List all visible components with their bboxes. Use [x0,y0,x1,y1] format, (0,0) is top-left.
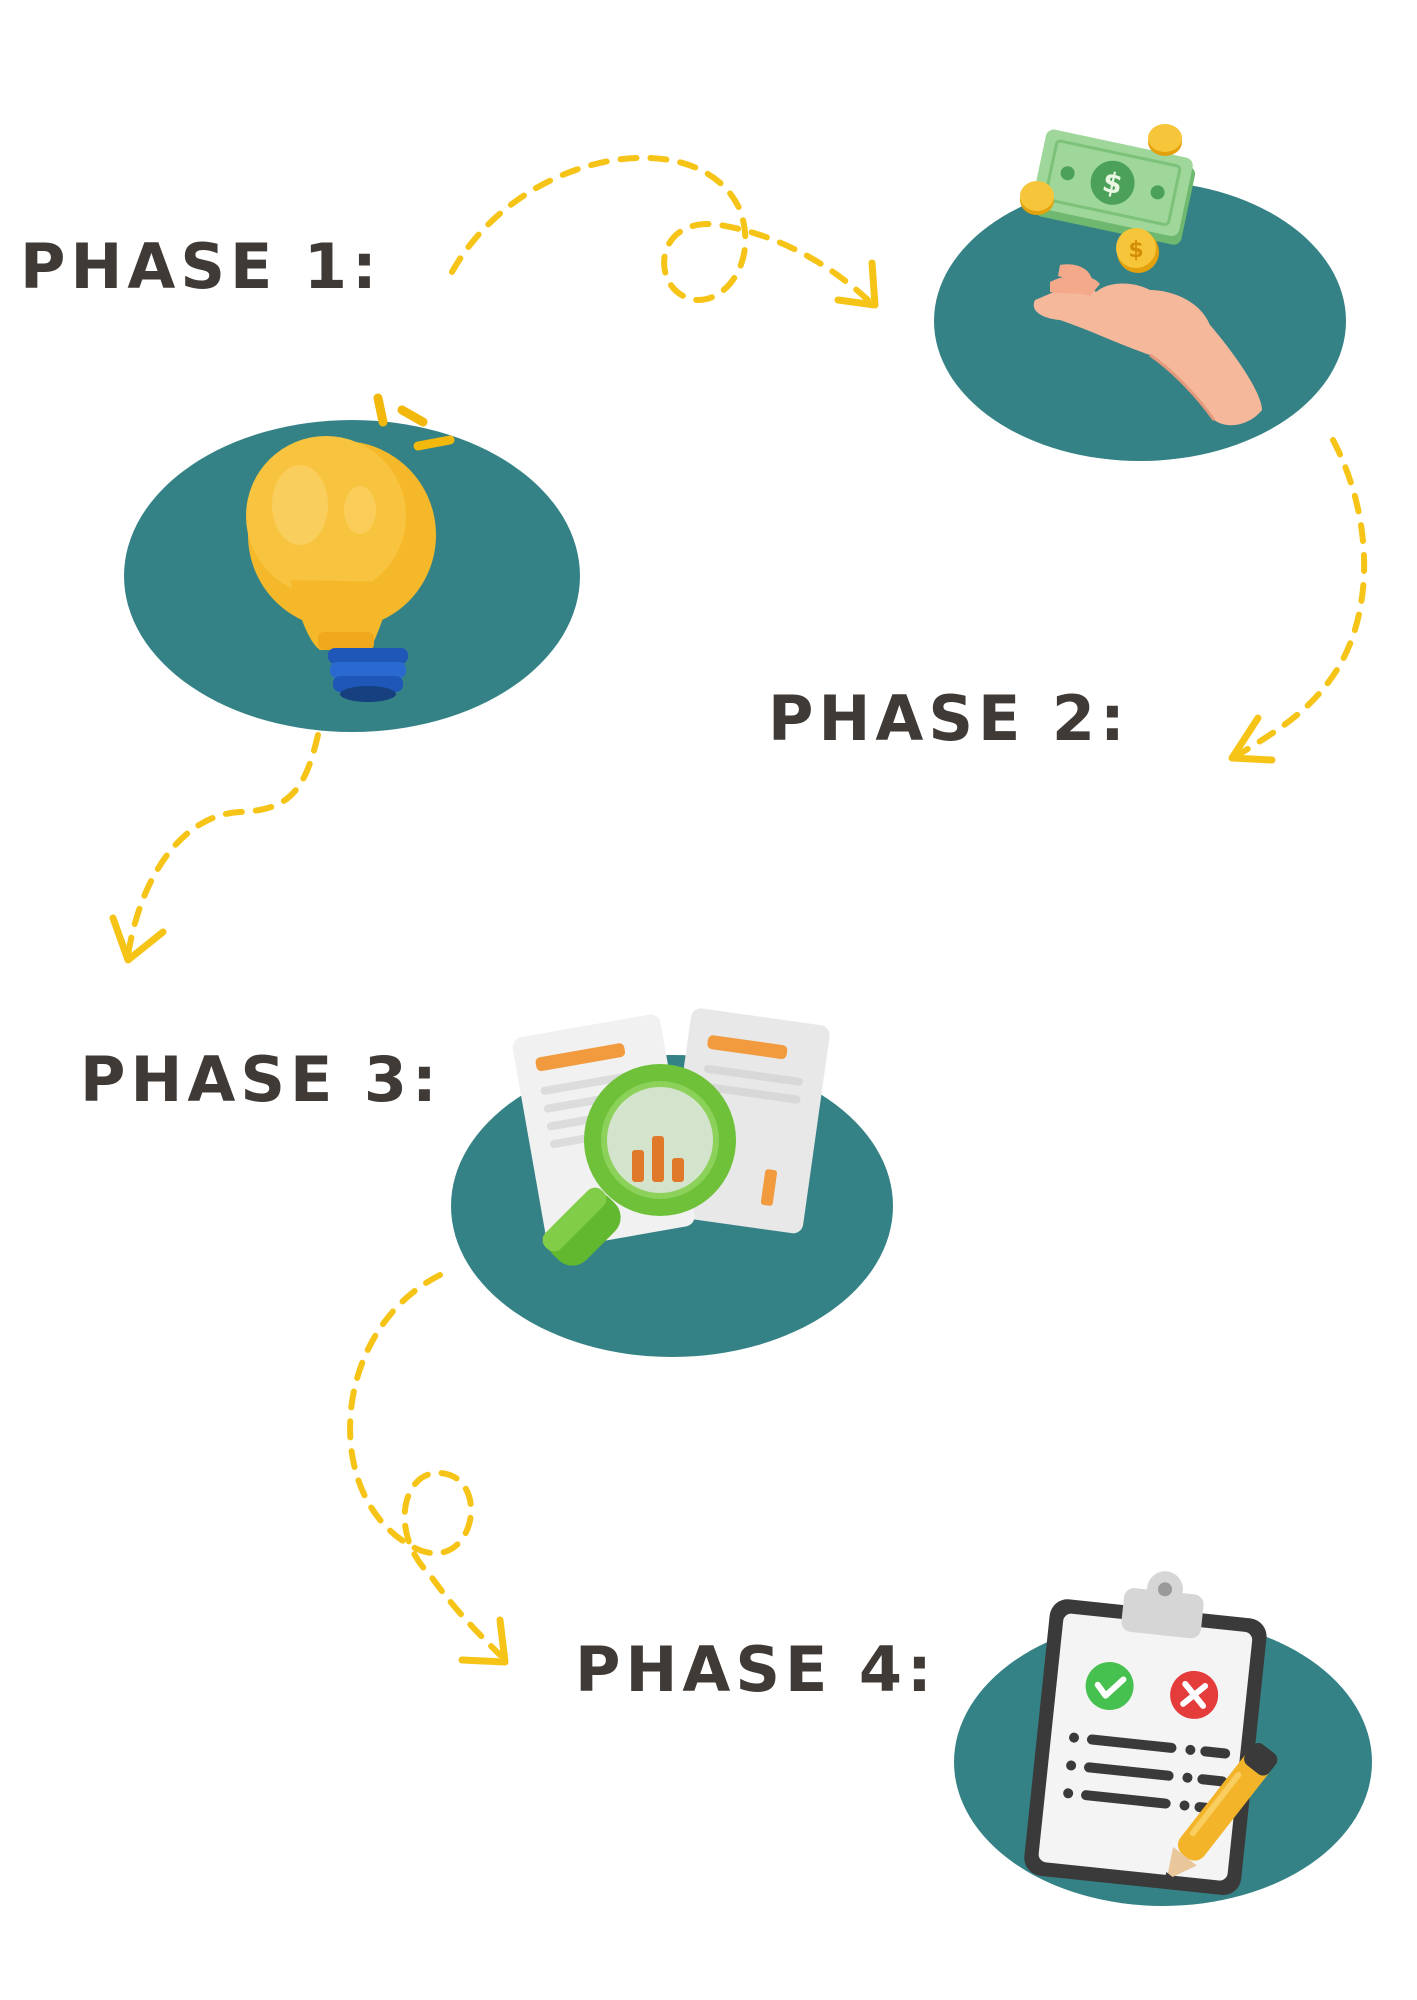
phase-2-label: PHASE 2: [768,682,1130,755]
magnifier-documents-icon [512,1008,830,1266]
lightbulb-icon [246,393,455,702]
money-hand-icon: $ $ [1020,124,1262,426]
phase-4-label: PHASE 4: [575,1633,937,1706]
arrowhead-2 [1228,714,1276,764]
connector-arrow-1 [449,154,871,303]
phase-1-label: PHASE 1: [20,230,382,303]
arrowhead-3 [109,914,167,964]
arrowhead-4 [458,1616,509,1666]
connector-arrow-2 [1235,437,1368,758]
arrowhead-1 [834,259,879,309]
connector-arrow-4 [347,1272,503,1658]
svg-text:$: $ [1128,238,1143,263]
phase-3-label: PHASE 3: [80,1043,442,1116]
connector-arrow-3 [125,732,321,958]
clipboard-checklist-icon [1024,1571,1278,1895]
